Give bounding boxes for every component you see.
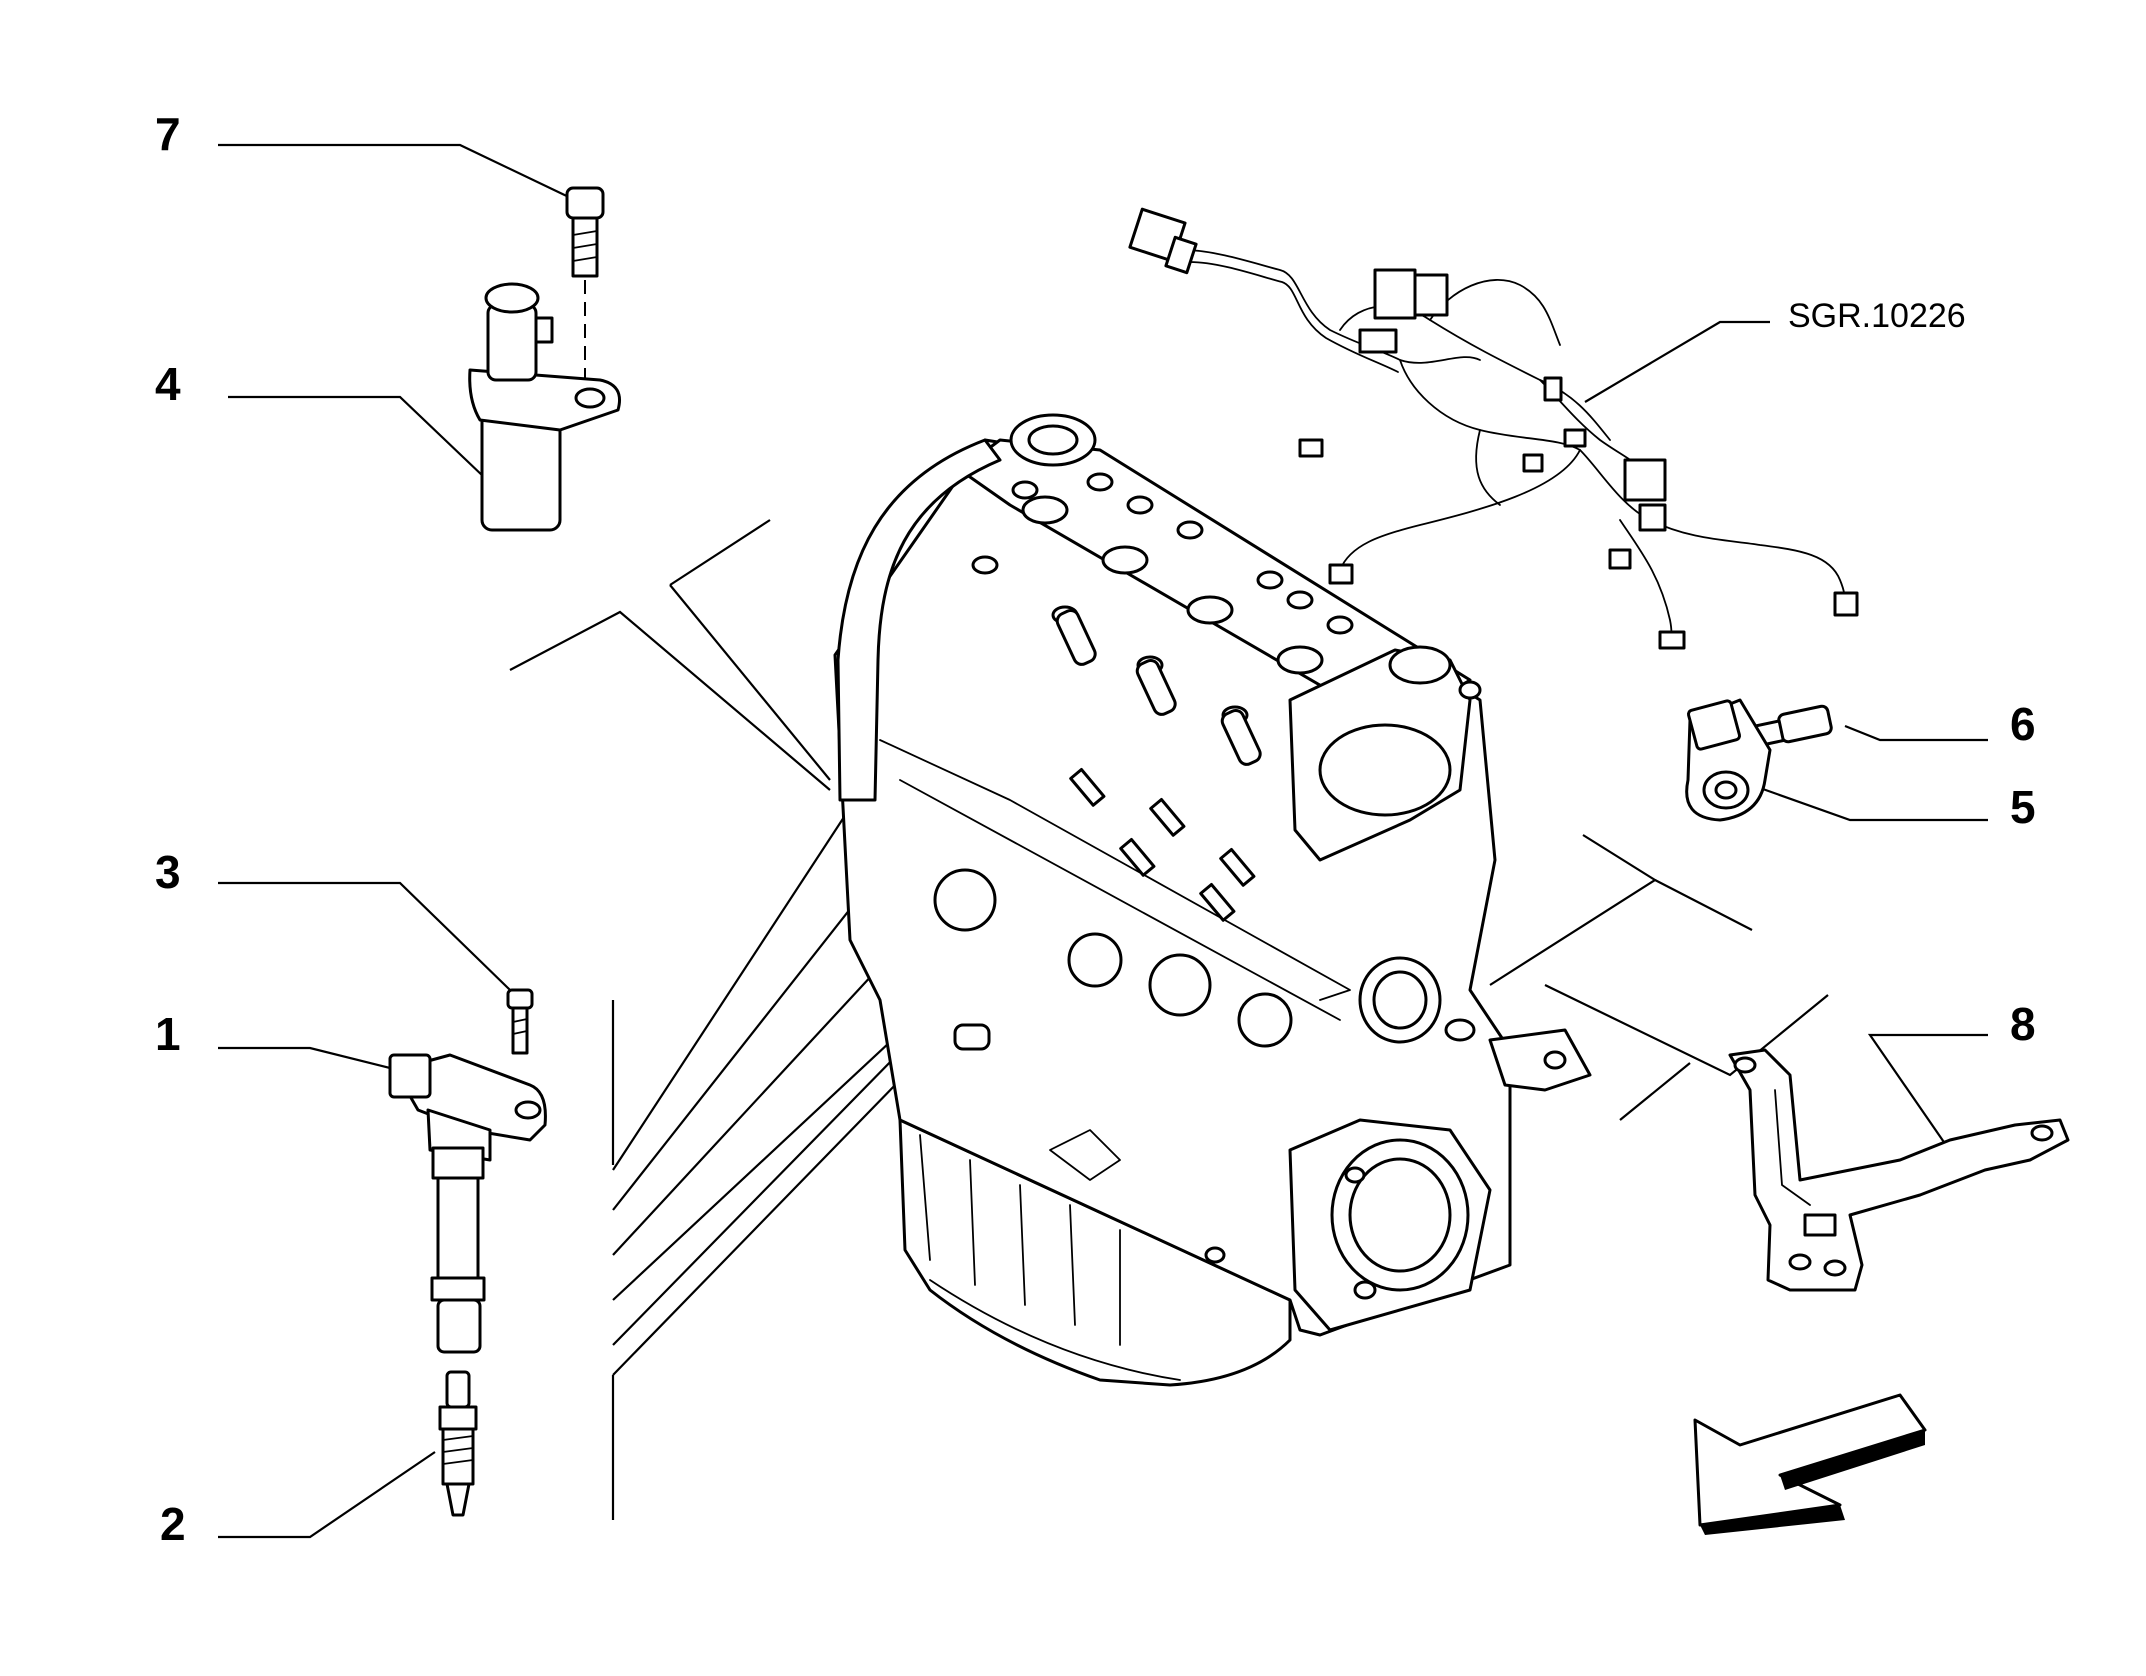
wiring-harness	[1128, 207, 1859, 650]
leader-3	[218, 881, 511, 991]
plug-well-2	[1101, 545, 1149, 575]
cam-bolt-row	[971, 472, 1354, 725]
part-8-bracket	[1728, 1048, 2070, 1292]
leader-4	[228, 395, 486, 479]
bracket-lines-right-4	[1619, 1062, 1691, 1121]
plug-well-1	[1021, 495, 1069, 525]
engine-block	[833, 413, 1592, 1387]
callout-5: 5	[2010, 781, 2036, 833]
sensor-bracket-lines-left-2	[669, 519, 771, 586]
leader-1	[218, 1046, 399, 1072]
reference-label-wiring-harness: SGR.10226	[1788, 297, 1966, 335]
leader-5	[1759, 786, 1988, 822]
bracket-lines-right-3	[1544, 984, 1829, 1077]
callout-6: 6	[2010, 698, 2036, 750]
leader-8	[1867, 1033, 1988, 1149]
injector-details	[953, 609, 1262, 1051]
plug-well-3	[1186, 595, 1234, 625]
part-3-bolt	[506, 988, 534, 1055]
plug-well-4	[1276, 645, 1324, 675]
direction-arrow-icon	[1693, 1393, 1927, 1535]
part-1-ignition-coil	[388, 1053, 547, 1354]
callout-3: 3	[155, 846, 181, 898]
callout-7: 7	[155, 108, 181, 160]
leader-6	[1844, 724, 1988, 742]
part-7-bolt	[565, 186, 605, 390]
leader-2	[218, 1451, 436, 1539]
callout-8: 8	[2010, 998, 2036, 1050]
part-2-spark-plug	[438, 1370, 478, 1517]
leader-7	[218, 143, 576, 201]
part-4-camshaft-sensor	[468, 282, 621, 532]
fan-bracket-diag	[612, 1079, 901, 1376]
sensor-bracket-lines-left-3	[669, 584, 831, 781]
callout-1: 1	[155, 1008, 181, 1060]
part-5-knock-sensor	[1685, 698, 1772, 822]
sensor-bracket-lines-left	[509, 610, 831, 791]
bracket-lines-right-1	[1489, 834, 1658, 986]
callout-4: 4	[155, 358, 181, 410]
bracket-lines-right-2	[1654, 879, 1753, 931]
intake-ports	[933, 868, 1293, 1048]
callout-2: 2	[160, 1498, 186, 1550]
leader-harness	[1584, 320, 1770, 403]
